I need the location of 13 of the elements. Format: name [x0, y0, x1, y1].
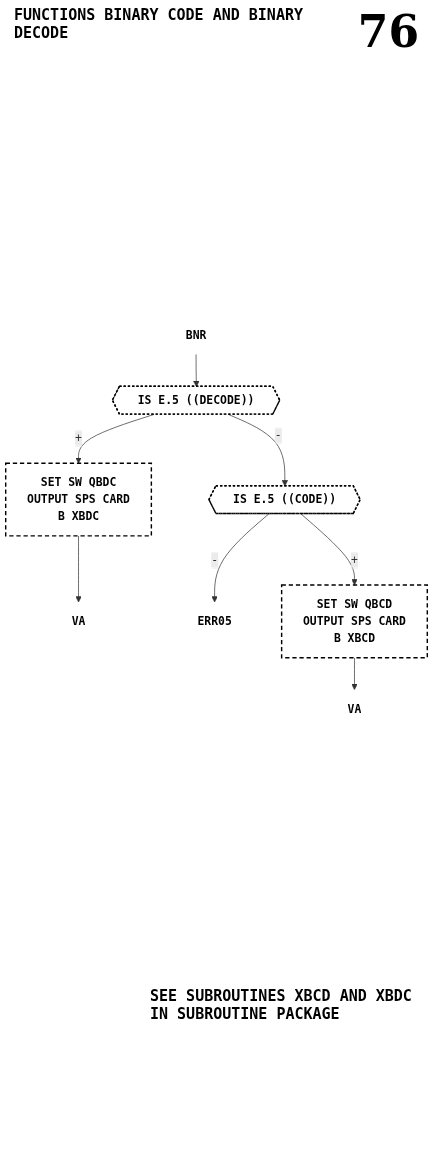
node-text: BNR [185, 327, 207, 342]
note: SEE SUBROUTINES XBCD AND XBDC IN SUBROUTINE PACKAGE [150, 987, 413, 1023]
node-text: VA [71, 614, 86, 628]
node-text: ERR05 [197, 614, 232, 628]
edge-label: + [75, 431, 82, 446]
node-text: VA [347, 701, 362, 716]
edge-label: - [211, 553, 219, 567]
node-box: SET SW QBDC OUTPUT SPS CARD B XBDC [5, 462, 153, 537]
node-box: SET SW QBCD OUTPUT SPS CARD B XBCD [280, 584, 428, 659]
edge-label: - [274, 428, 282, 443]
edge-label: + [351, 553, 358, 567]
heading-note: FUNCTIONS BINARY CODE AND BINARY DECODE [14, 6, 304, 44]
page-number: 76 [357, 6, 419, 57]
